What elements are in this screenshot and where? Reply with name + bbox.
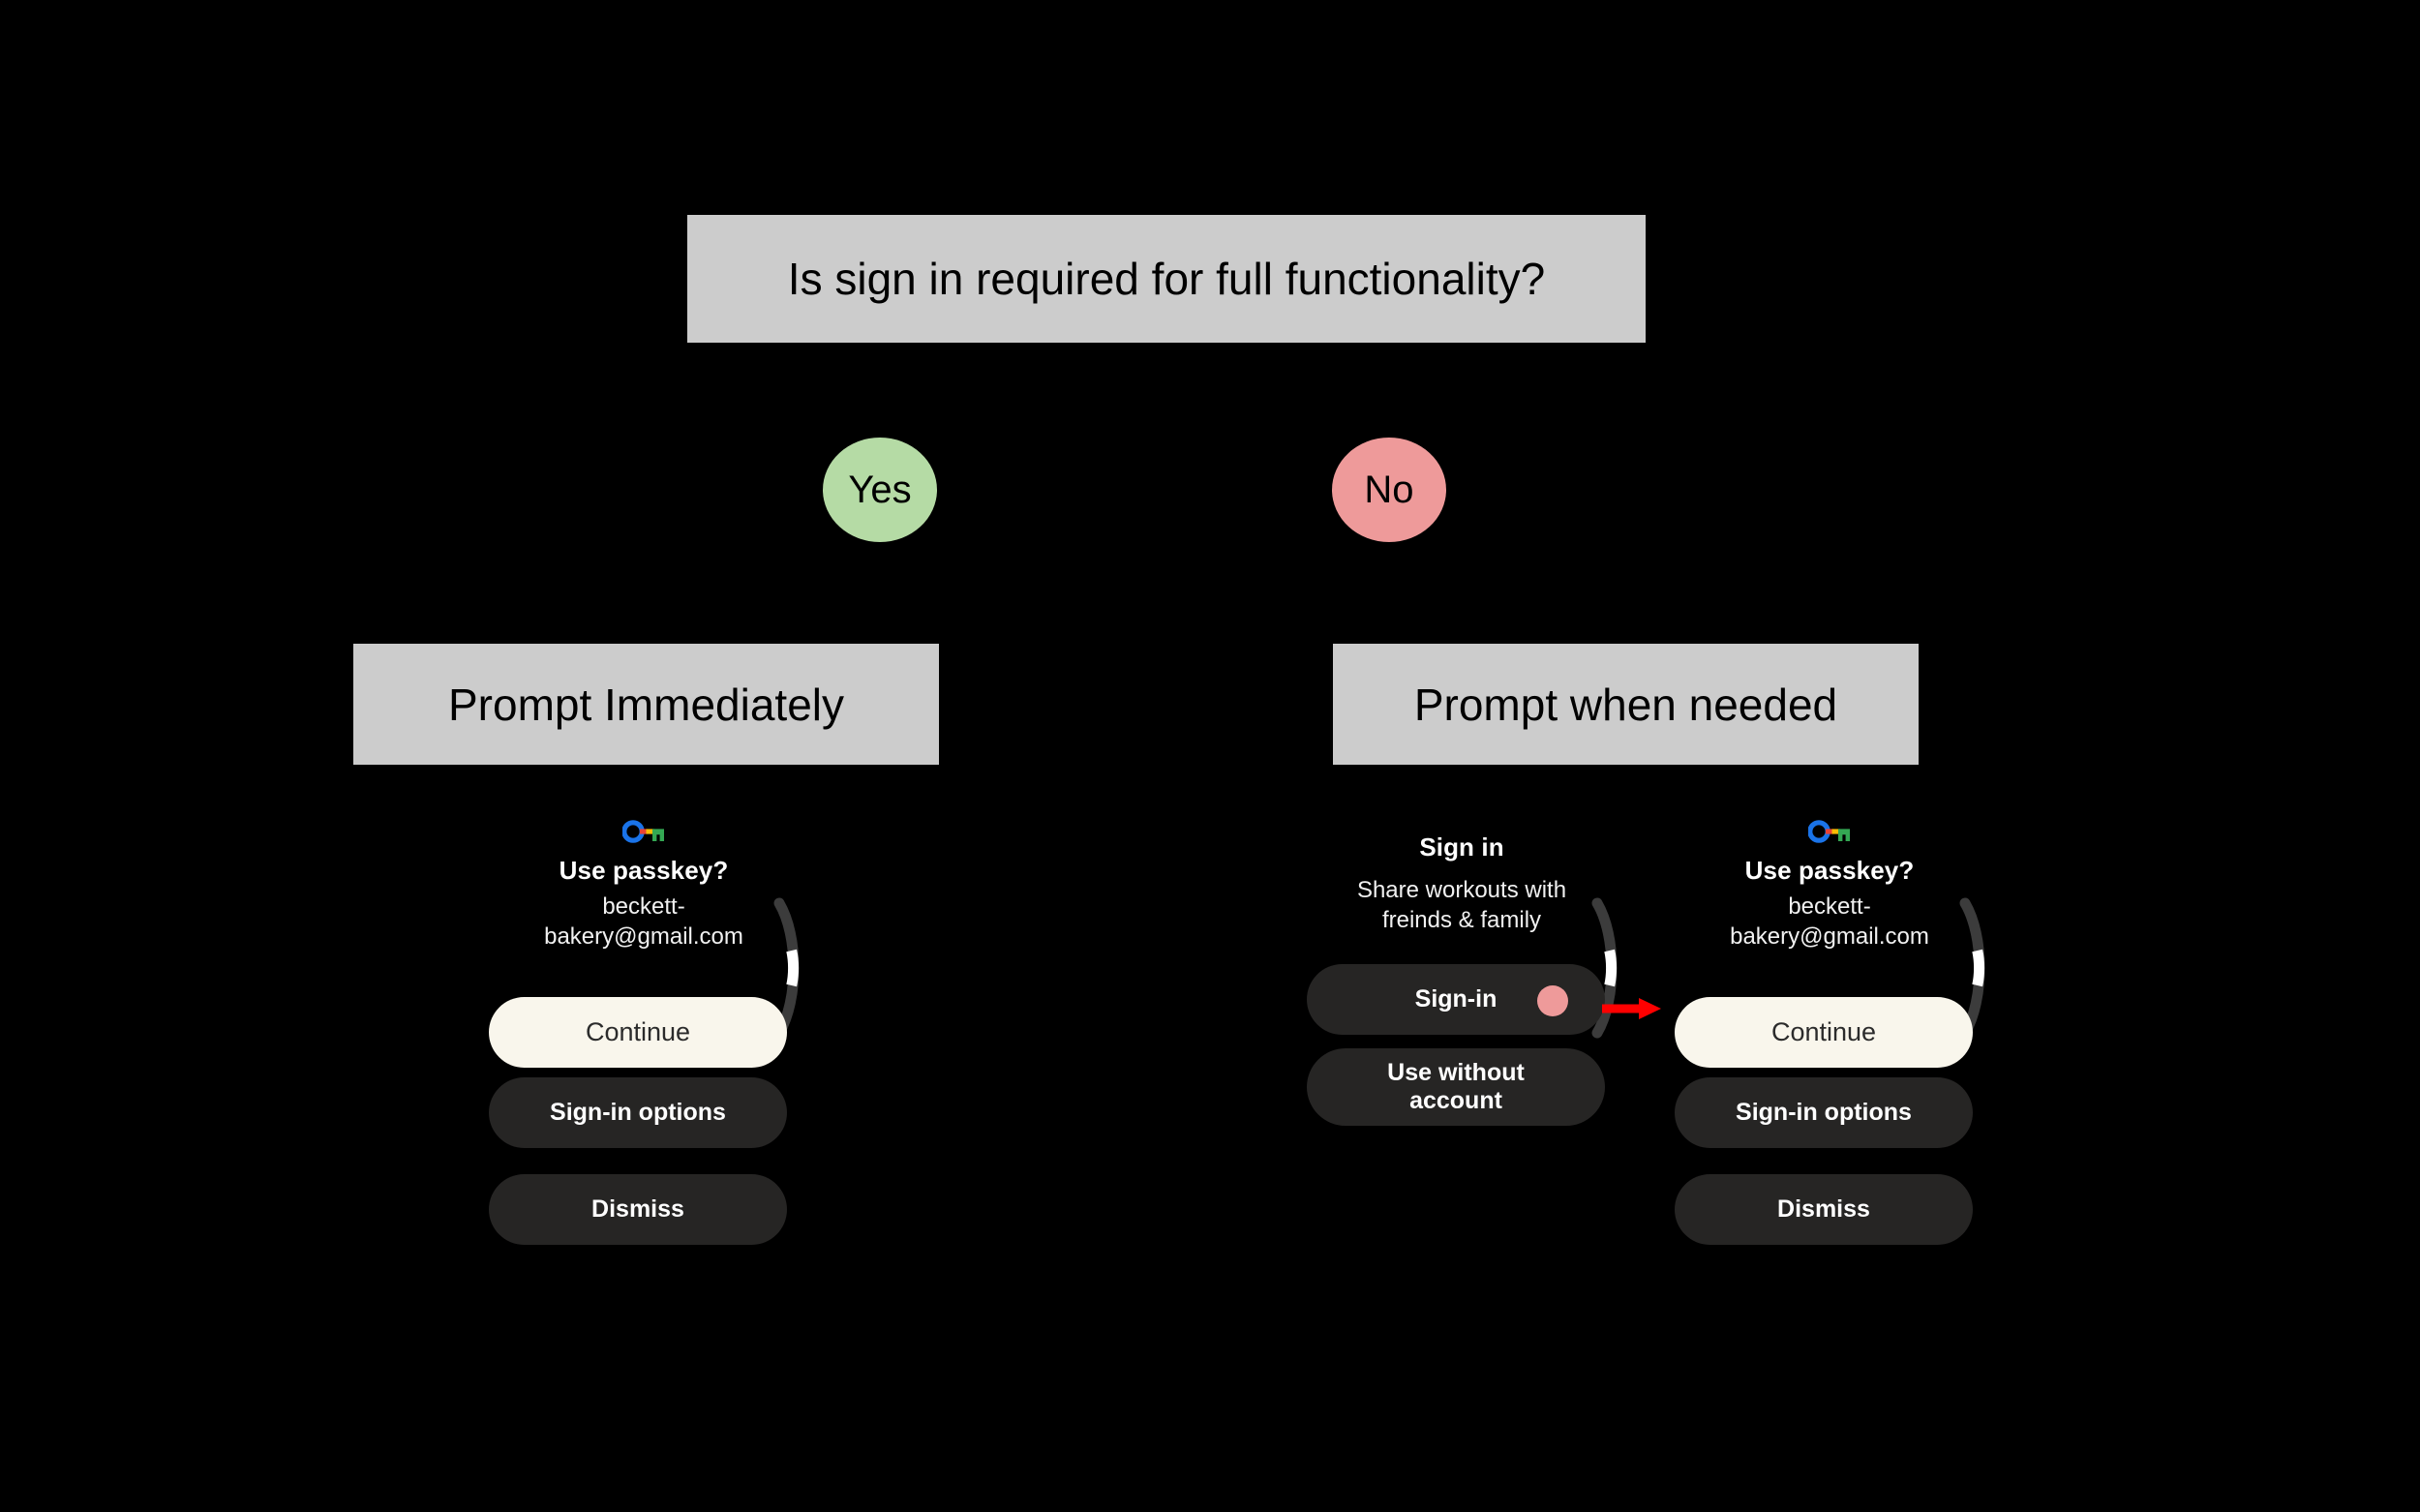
watch-signin-subtitle: Share workouts with freinds & family — [1307, 876, 1617, 935]
decision-yes-node: Yes — [823, 438, 937, 542]
watch-right-title: Use passkey? — [1744, 856, 1915, 885]
watch-screen-passkey-right: Use passkey? beckett-bakery@gmail.com Co… — [1675, 803, 1985, 1307]
continue-button[interactable]: Continue — [1675, 997, 1973, 1068]
watch-right-account-text: beckett-bakery@gmail.com — [1730, 893, 1929, 950]
google-passkey-icon — [621, 819, 665, 844]
scrollbar-indicator[interactable] — [1584, 895, 1642, 1041]
watch-screen-signin: Sign in Share workouts with freinds & fa… — [1307, 803, 1618, 1307]
google-passkey-icon — [1807, 819, 1851, 844]
connector-no-down — [1388, 391, 1390, 439]
prompt-when-needed-text: Prompt when needed — [1413, 679, 1838, 730]
red-annotation-arrow-icon — [1602, 995, 1662, 1022]
prompt-immediately-text: Prompt Immediately — [447, 679, 844, 730]
watch-right-account: beckett-bakery@gmail.com — [1675, 892, 1984, 952]
prompt-immediately-box: Prompt Immediately — [353, 644, 939, 765]
use-without-account-button[interactable]: Use without account — [1307, 1048, 1605, 1126]
watch-left-account-text: beckett-bakery@gmail.com — [544, 893, 743, 950]
connector-no-to-prompt-when-needed — [1388, 540, 1390, 645]
dismiss-button[interactable]: Dismiss — [489, 1174, 787, 1245]
connector-yes-down — [879, 391, 881, 439]
pink-dot-indicator — [1537, 985, 1568, 1016]
connector-yes-to-prompt-immediately — [879, 540, 881, 645]
decision-yes-label: Yes — [848, 468, 912, 511]
decision-no-label: No — [1364, 468, 1414, 511]
watch-left-account: beckett-bakery@gmail.com — [489, 892, 799, 952]
sign-in-button[interactable]: Sign-in — [1307, 964, 1605, 1035]
prompt-when-needed-box: Prompt when needed — [1333, 644, 1919, 765]
watch-left-title: Use passkey? — [559, 856, 729, 885]
decision-question-box: Is sign in required for full functionali… — [687, 215, 1646, 343]
continue-button[interactable]: Continue — [489, 997, 787, 1068]
sign-in-options-button[interactable]: Sign-in options — [1675, 1077, 1973, 1148]
connector-question-to-yes — [1165, 343, 1166, 391]
decision-no-node: No — [1332, 438, 1446, 542]
watch-signin-subtitle-text: Share workouts with freinds & family — [1356, 877, 1567, 933]
dismiss-button[interactable]: Dismiss — [1675, 1174, 1973, 1245]
watch-screen-passkey-left: Use passkey? beckett-bakery@gmail.com Co… — [489, 803, 800, 1307]
connector-yes-branch — [880, 391, 1166, 393]
use-without-account-label: Use without account — [1387, 1058, 1525, 1115]
sign-in-options-button[interactable]: Sign-in options — [489, 1077, 787, 1148]
connector-no-branch — [1165, 391, 1389, 393]
watch-signin-title: Sign in — [1419, 832, 1504, 862]
sign-in-button-label: Sign-in — [1414, 984, 1497, 1013]
decision-question-text: Is sign in required for full functionali… — [787, 254, 1546, 304]
